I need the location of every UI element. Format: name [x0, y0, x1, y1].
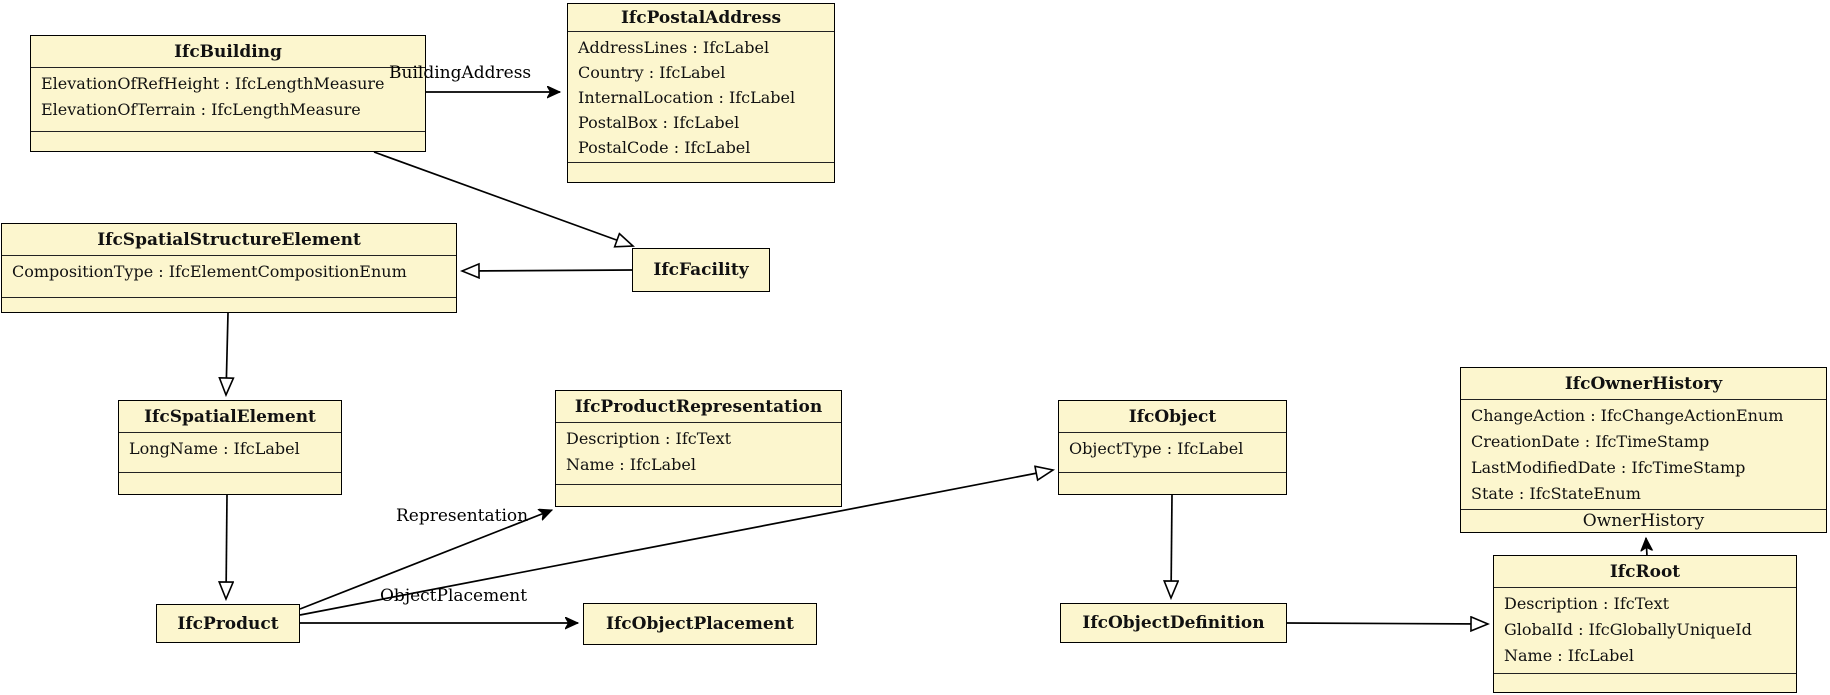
attribute: LastModifiedDate : IfcTimeStamp: [1471, 458, 1746, 477]
attribute: Name : IfcLabel: [1504, 646, 1634, 665]
class-title: IfcRoot: [1494, 556, 1796, 588]
association-label-owner-history: OwnerHistory: [1582, 511, 1705, 531]
methods-compartment-empty: [119, 473, 341, 494]
association-label-object-placement: ObjectPlacement: [380, 586, 528, 606]
attribute: CompositionType : IfcElementCompositionE…: [12, 262, 407, 281]
attribute: ElevationOfRefHeight : IfcLengthMeasure: [41, 74, 385, 93]
association-label-building-address: BuildingAddress: [389, 63, 532, 83]
attribute: CreationDate : IfcTimeStamp: [1471, 432, 1710, 451]
class-ifcspatialstructureelement[interactable]: IfcSpatialStructureElement CompositionTy…: [1, 223, 457, 313]
attribute: AddressLines : IfcLabel: [578, 38, 770, 57]
class-ifcroot[interactable]: IfcRoot Description : IfcText GlobalId :…: [1493, 555, 1797, 693]
class-ifcobjectplacement[interactable]: IfcObjectPlacement: [583, 603, 817, 645]
attribute: ObjectType : IfcLabel: [1069, 439, 1244, 458]
class-title: IfcFacility: [653, 260, 749, 280]
class-title: IfcPostalAddress: [568, 4, 834, 32]
attribute: ChangeAction : IfcChangeActionEnum: [1471, 406, 1784, 425]
class-ifcownerhistory[interactable]: IfcOwnerHistory ChangeAction : IfcChange…: [1460, 367, 1827, 533]
attribute: PostalBox : IfcLabel: [578, 113, 740, 132]
class-ifcbuilding[interactable]: IfcBuilding ElevationOfRefHeight : IfcLe…: [30, 35, 426, 152]
class-ifcpostaladdress[interactable]: IfcPostalAddress AddressLines : IfcLabel…: [567, 3, 835, 183]
association-edge-owner-history: [1646, 538, 1647, 557]
class-ifcfacility[interactable]: IfcFacility: [632, 248, 770, 292]
inheritance-edge-product-object: [299, 470, 1053, 616]
methods-compartment-empty: [568, 163, 834, 182]
class-attributes: ElevationOfRefHeight : IfcLengthMeasure …: [31, 68, 425, 132]
class-title: IfcOwnerHistory: [1461, 368, 1826, 400]
inheritance-edge-spatialelement-product: [226, 494, 227, 599]
class-ifcobject[interactable]: IfcObject ObjectType : IfcLabel: [1058, 400, 1287, 495]
attribute: State : IfcStateEnum: [1471, 484, 1641, 503]
attribute: InternalLocation : IfcLabel: [578, 88, 796, 107]
association-edge-representation: [299, 510, 552, 610]
inheritance-edge-building-facility: [373, 151, 633, 246]
methods-compartment-empty: [2, 298, 456, 312]
class-title: IfcProduct: [177, 613, 279, 634]
class-title: IfcBuilding: [31, 36, 425, 68]
class-title: IfcObject: [1059, 401, 1286, 433]
attribute: ElevationOfTerrain : IfcLengthMeasure: [41, 100, 361, 119]
class-attributes: Description : IfcText Name : IfcLabel: [556, 423, 841, 485]
methods-compartment-empty: [31, 132, 425, 151]
class-attributes: LongName : IfcLabel: [119, 433, 341, 473]
methods-compartment-empty: [556, 485, 841, 506]
attribute: LongName : IfcLabel: [129, 439, 300, 458]
inheritance-edge-facility-spatialstructureelement: [462, 270, 633, 271]
class-ifcproductrepresentation[interactable]: IfcProductRepresentation Description : I…: [555, 390, 842, 507]
class-title: IfcSpatialStructureElement: [2, 224, 456, 256]
inheritance-edge-object-objectdefinition: [1171, 494, 1172, 598]
attribute: Description : IfcText: [1504, 594, 1670, 613]
class-attributes: ChangeAction : IfcChangeActionEnum Creat…: [1461, 400, 1826, 510]
class-ifcobjectdefinition[interactable]: IfcObjectDefinition: [1060, 603, 1287, 643]
class-title: IfcObjectDefinition: [1082, 613, 1265, 633]
attribute: Description : IfcText: [566, 429, 732, 448]
attribute: GlobalId : IfcGloballyUniqueId: [1504, 620, 1752, 639]
class-title: IfcProductRepresentation: [556, 391, 841, 423]
class-ifcproduct[interactable]: IfcProduct: [156, 604, 300, 643]
class-attributes: Description : IfcText GlobalId : IfcGlob…: [1494, 588, 1796, 674]
class-attributes: AddressLines : IfcLabel Country : IfcLab…: [568, 32, 834, 163]
inheritance-edge-objectdefinition-root: [1286, 623, 1488, 624]
attribute: PostalCode : IfcLabel: [578, 138, 751, 157]
class-attributes: ObjectType : IfcLabel: [1059, 433, 1286, 473]
class-ifcspatialelement[interactable]: IfcSpatialElement LongName : IfcLabel: [118, 400, 342, 495]
attribute: Country : IfcLabel: [578, 63, 726, 82]
inheritance-edge-spatialstructureelement-spatialelement: [226, 312, 228, 395]
class-attributes: CompositionType : IfcElementCompositionE…: [2, 256, 456, 298]
association-label-representation: Representation: [396, 506, 529, 526]
methods-compartment-empty: [1059, 473, 1286, 494]
methods-compartment-empty: [1494, 674, 1796, 692]
class-title: IfcSpatialElement: [119, 401, 341, 433]
attribute: Name : IfcLabel: [566, 455, 696, 474]
class-title: IfcObjectPlacement: [606, 614, 794, 634]
